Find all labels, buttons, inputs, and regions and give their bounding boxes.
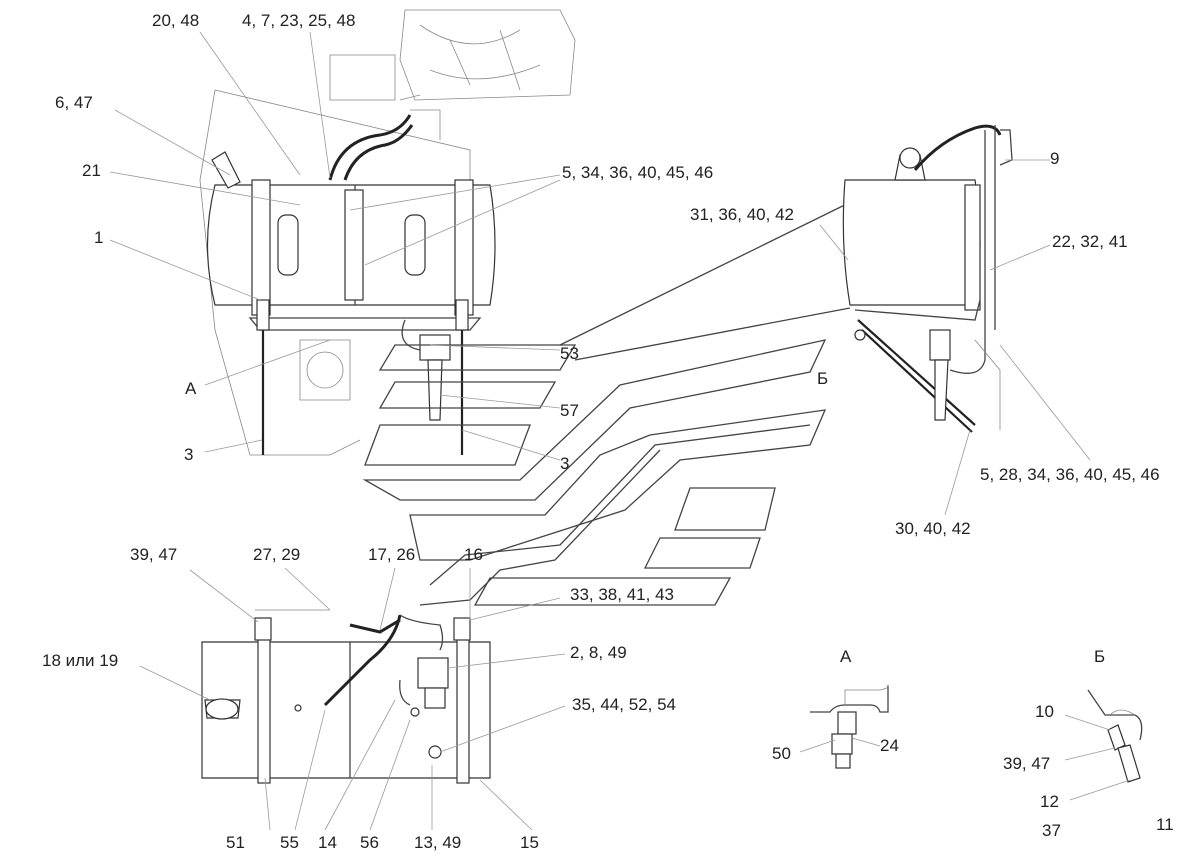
- callout-20-48: 20, 48: [152, 11, 200, 30]
- callout-1: 1: [94, 228, 104, 247]
- callout-3-left: 3: [184, 445, 194, 464]
- callout-55: 55: [280, 833, 299, 852]
- callout-3-mid: 3: [560, 454, 570, 473]
- callout-53: 53: [560, 344, 579, 363]
- fuel-tank-bottom: [201, 609, 491, 784]
- callout-a-view: А: [185, 379, 197, 398]
- detail-b-drawing: [1087, 689, 1143, 783]
- callout-50: 50: [772, 744, 791, 763]
- callout-35-44-52-54: 35, 44, 52, 54: [572, 695, 676, 714]
- callout-10: 10: [1035, 702, 1054, 721]
- callout-6-47: 6, 47: [55, 93, 93, 112]
- fuel-tank-top-left: [206, 114, 496, 455]
- callout-22-32-41: 22, 32, 41: [1052, 232, 1128, 251]
- callout-2-8-49: 2, 8, 49: [570, 643, 627, 662]
- callout-16: 16: [464, 545, 483, 564]
- detail-a-title: А: [840, 647, 852, 666]
- callout-12: 12: [1040, 792, 1059, 811]
- callout-33-38-41-43: 33, 38, 41, 43: [570, 585, 674, 604]
- callout-14: 14: [318, 833, 337, 852]
- callout-15: 15: [520, 833, 539, 852]
- callout-17-26: 17, 26: [368, 545, 416, 564]
- callout-13-49: 13, 49: [414, 833, 462, 852]
- callout-39-47-detail: 39, 47: [1003, 754, 1051, 773]
- callout-4-7-23-25-48: 4, 7, 23, 25, 48: [242, 11, 356, 30]
- callout-30-40-42: 30, 40, 42: [895, 519, 971, 538]
- callout-21: 21: [82, 161, 101, 180]
- callout-b-view: Б: [817, 369, 829, 388]
- detail-b-title: Б: [1094, 647, 1106, 666]
- callout-5-34-36-40-45-46: 5, 34, 36, 40, 45, 46: [562, 163, 714, 182]
- callout-24: 24: [880, 736, 899, 755]
- callout-9: 9: [1050, 149, 1060, 168]
- callout-39-47: 39, 47: [130, 545, 178, 564]
- callout-56: 56: [360, 833, 379, 852]
- callout-37: 37: [1042, 821, 1061, 840]
- callout-11: 11: [1156, 815, 1174, 834]
- callout-5-28-34-36-40-45-46: 5, 28, 34, 36, 40, 45, 46: [980, 465, 1160, 484]
- callout-18-or-19: 18 или 19: [42, 651, 119, 670]
- callout-31-36-40-42: 31, 36, 40, 42: [690, 205, 794, 224]
- step-panels: [362, 194, 866, 606]
- callout-27-29: 27, 29: [253, 545, 301, 564]
- callout-57: 57: [560, 401, 579, 420]
- leader-lines: [109, 31, 1131, 831]
- detail-a-drawing: [810, 684, 889, 769]
- fuel-tank-top-right: [842, 124, 1013, 433]
- callout-51: 51: [226, 833, 245, 852]
